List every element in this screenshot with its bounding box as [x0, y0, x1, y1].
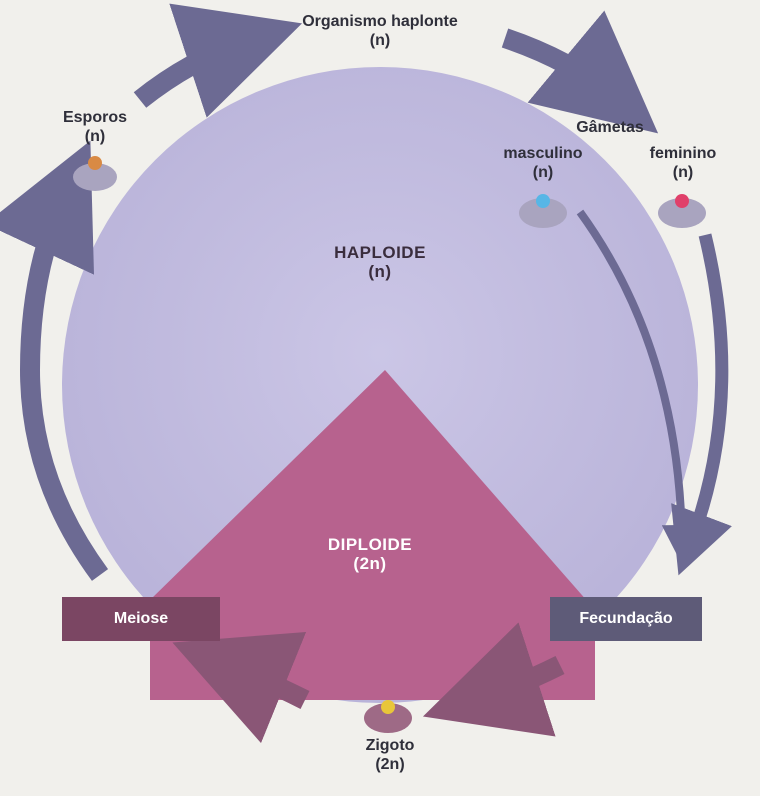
haploid-ploidy: (n)	[368, 262, 392, 281]
diploid-label: DIPLOIDE (2n)	[300, 535, 440, 573]
arrow-spores-to-organism	[133, 3, 303, 118]
male-gamete-ploidy: (n)	[532, 164, 554, 181]
zygote-label: Zigoto (2n)	[335, 736, 445, 774]
male-gamete-cell	[519, 194, 567, 228]
female-gamete-label: feminino (n)	[628, 144, 738, 182]
gametes-title: Gâmetas	[576, 119, 644, 136]
zygote-dot	[381, 700, 395, 714]
meiosis-box: Meiose	[62, 597, 220, 641]
spores-ploidy: (n)	[84, 128, 106, 145]
diploid-triangle	[150, 370, 595, 700]
haploid-name: HAPLOIDE	[334, 243, 426, 262]
arrow-zygote-to-meiosis	[172, 631, 310, 744]
spores-label: Esporos (n)	[45, 108, 145, 146]
female-gamete-ploidy: (n)	[672, 164, 694, 181]
haploid-label: HAPLOIDE (n)	[310, 243, 450, 281]
arrow-male-to-fertilization	[576, 209, 702, 565]
diploid-ploidy: (2n)	[353, 554, 387, 573]
male-gamete-name: masculino	[503, 145, 583, 162]
zygote-ploidy: (2n)	[375, 756, 405, 773]
female-gamete-name: feminino	[649, 145, 717, 162]
female-gamete-dot	[675, 194, 689, 208]
organism-haplont-ploidy: (n)	[369, 32, 391, 49]
organism-haplont-label: Organismo haplonte (n)	[260, 12, 500, 50]
diploid-name: DIPLOIDE	[327, 535, 413, 554]
arrow-fertilization-to-zygote	[422, 622, 565, 737]
fertilization-box: Fecundação	[550, 597, 702, 641]
zygote-cell	[364, 700, 412, 733]
organism-haplont-name: Organismo haplonte	[302, 13, 458, 30]
male-gamete-label: masculino (n)	[488, 144, 598, 182]
male-gamete-dot	[536, 194, 550, 208]
arrow-organism-to-gametes	[501, 10, 659, 134]
spores-name: Esporos	[62, 109, 127, 126]
zygote-name: Zigoto	[365, 737, 415, 754]
arrow-female-to-fertilization	[671, 233, 732, 576]
female-gamete-cell	[658, 194, 706, 228]
spore-cell	[73, 156, 117, 191]
arrow-meiosis-to-spores	[0, 140, 109, 581]
spore-dot	[88, 156, 102, 170]
